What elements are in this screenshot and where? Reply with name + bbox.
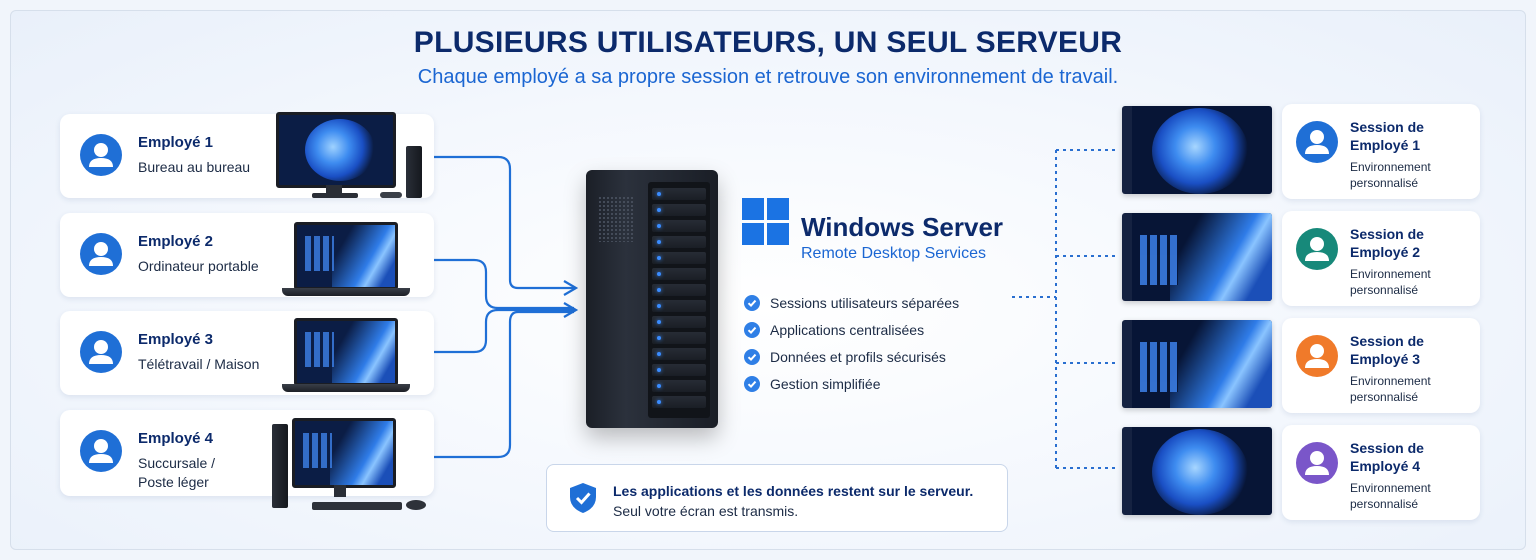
check-icon: [744, 349, 760, 365]
employee-name: Employé 1: [138, 134, 214, 151]
session-title: Session de Employé 4: [1350, 440, 1424, 474]
session-card-3: Session de Employé 3 Environnement perso…: [1282, 318, 1480, 413]
user-avatar-icon: [1296, 228, 1338, 270]
employee-name: Employé 4: [138, 430, 214, 447]
thin-client-icon: [272, 418, 432, 516]
session-desc: Environnement personnalisé: [1350, 267, 1431, 297]
session-card-1: Session de Employé 1 Environnement perso…: [1282, 104, 1480, 199]
server-title: Windows Server: [801, 212, 1004, 242]
session-title: Session de Employé 1: [1350, 119, 1424, 153]
employee-desc-line-1: Succursale /: [138, 455, 216, 471]
session-card-2: Session de Employé 2 Environnement perso…: [1282, 211, 1480, 306]
session-desc: Environnement personnalisé: [1350, 374, 1431, 404]
user-avatar-icon: [1296, 442, 1338, 484]
shield-check-icon: [570, 483, 596, 513]
employee-desc: Télétravail / Maison: [138, 356, 260, 372]
session-card-4: Session de Employé 4 Environnement perso…: [1282, 425, 1480, 520]
connector-employe-4: [434, 310, 574, 459]
check-icon: [744, 322, 760, 338]
notice-line-1: Les applications et les données restent …: [613, 483, 974, 499]
user-avatar-icon: [80, 430, 122, 472]
session-screen-1: [1122, 106, 1272, 194]
check-icon: [744, 376, 760, 392]
connector-employe-1: [434, 155, 574, 290]
session-screen-3: [1122, 320, 1272, 408]
employee-desc: Succursale / Poste léger: [138, 454, 215, 492]
page-subtitle: Chaque employé a sa propre session et re…: [417, 66, 1119, 88]
server-front-panel: [648, 182, 710, 418]
session-title: Session de Employé 3: [1350, 333, 1424, 367]
session-title: Session de Employé 2: [1350, 226, 1424, 260]
user-avatar-icon: [80, 331, 122, 373]
session-screen-2: [1122, 213, 1272, 301]
laptop-icon: [282, 318, 410, 394]
page-title: PLUSIEURS UTILISATEURS, UN SEUL SERVEUR: [413, 26, 1123, 59]
employee-desc: Bureau au bureau: [138, 159, 251, 175]
employee-desc: Ordinateur portable: [138, 258, 259, 274]
server-subtitle: Remote Desktop Services: [801, 245, 986, 262]
notice-line-2: Seul votre écran est transmis.: [613, 503, 799, 519]
security-notice: Les applications et les données restent …: [546, 464, 1008, 532]
desktop-tower-icon: [276, 112, 426, 202]
employee-name: Employé 3: [138, 331, 214, 348]
laptop-icon: [282, 222, 410, 298]
user-avatar-icon: [1296, 121, 1338, 163]
employee-name: Employé 2: [138, 233, 214, 250]
session-desc: Environnement personnalisé: [1350, 160, 1431, 190]
session-screen-4: [1122, 427, 1272, 515]
employee-desc-line-2: Poste léger: [138, 474, 209, 490]
connector-employe-3: [434, 308, 574, 354]
arrowhead-upper: [563, 280, 579, 296]
check-icon: [744, 295, 760, 311]
user-avatar-icon: [80, 134, 122, 176]
server-vent: [598, 196, 634, 242]
arrowhead-lower: [563, 302, 579, 318]
windows-logo-icon: [742, 198, 790, 246]
session-desc: Environnement personnalisé: [1350, 481, 1431, 511]
user-avatar-icon: [80, 233, 122, 275]
connector-employe-2: [434, 258, 574, 310]
user-avatar-icon: [1296, 335, 1338, 377]
